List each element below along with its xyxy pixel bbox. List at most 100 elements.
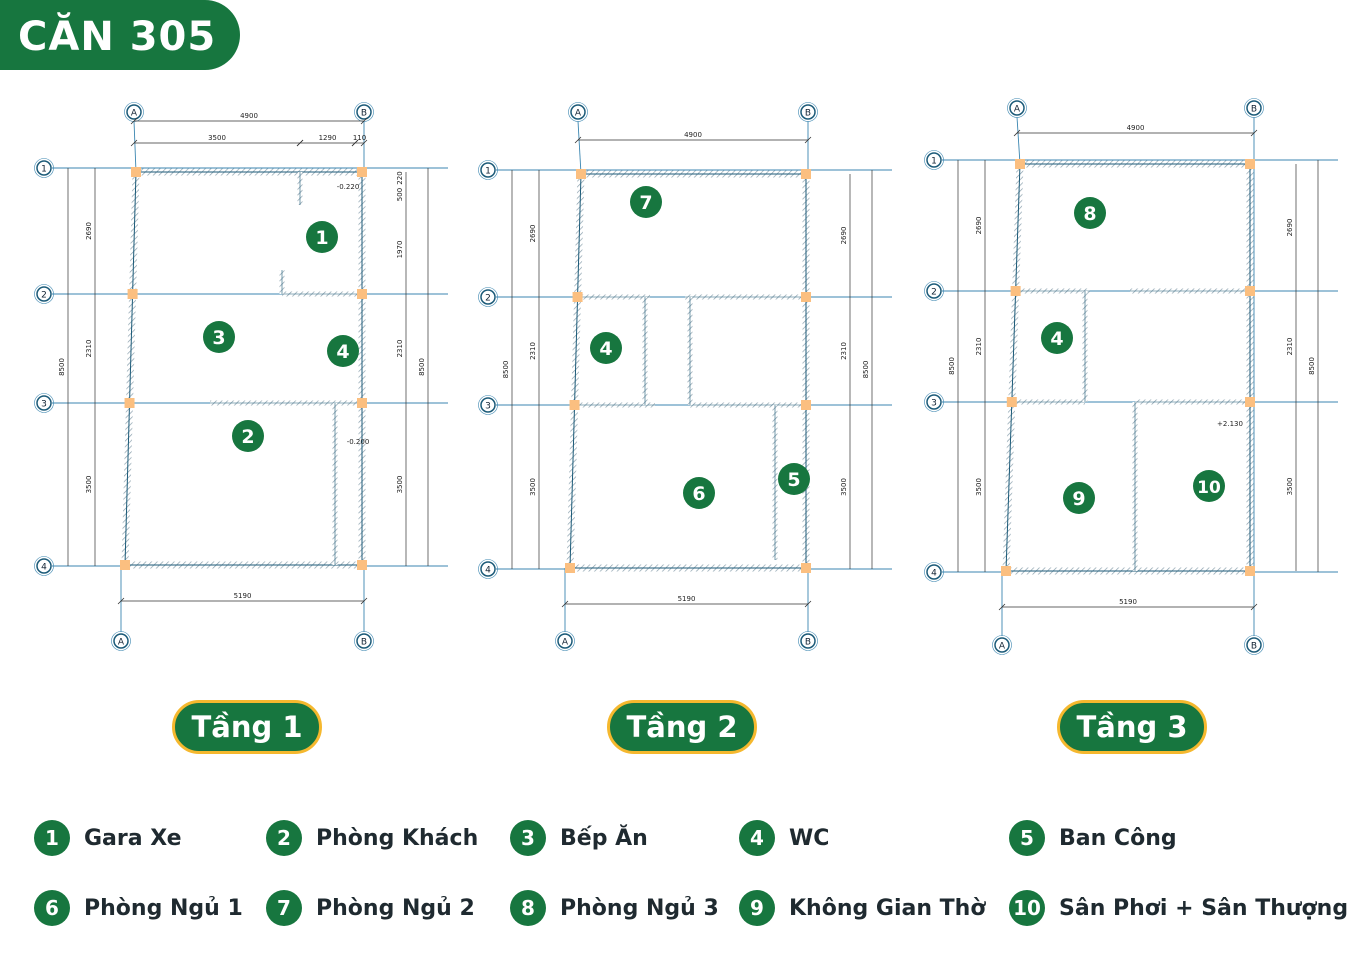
dimension-label: 2690 xyxy=(840,227,848,245)
grid-bubble-col-A: A xyxy=(555,631,575,651)
dimension-label: 2310 xyxy=(85,340,93,358)
legend-item: 7 Phòng Ngủ 2 xyxy=(266,888,475,928)
structural-column xyxy=(1245,159,1255,169)
structural-column xyxy=(357,560,367,570)
legend-number-badge: 6 xyxy=(34,890,70,926)
floor-label-3: Tầng 3 xyxy=(1057,700,1207,754)
dimension-tick xyxy=(296,139,304,147)
room-marker-badge xyxy=(1063,482,1095,514)
grid-bubble xyxy=(36,558,52,574)
room-number: 10 xyxy=(1197,478,1221,498)
grid-line-col xyxy=(1016,116,1021,165)
dimension-label: 2310 xyxy=(529,342,537,360)
grid-bubble xyxy=(356,633,372,649)
grid-bubble xyxy=(1246,100,1262,116)
grid-bubble-ring xyxy=(924,281,944,301)
legend-label: Gara Xe xyxy=(84,825,182,851)
grid-bubble-row-4: 4 xyxy=(478,559,498,579)
structural-column xyxy=(569,400,580,410)
grid-bubble xyxy=(1009,100,1025,116)
room-marker-5: 5 xyxy=(778,463,810,495)
dimension-label: 3500 xyxy=(208,134,226,142)
room-marker-badge xyxy=(778,463,810,495)
dimension-label: 1970 xyxy=(396,241,404,259)
grid-bubble-row-1: 1 xyxy=(34,158,54,178)
room-number: 3 xyxy=(212,327,225,349)
room-marker-badge xyxy=(232,420,264,452)
grid-bubble-col-A: A xyxy=(568,102,588,122)
grid-bubble xyxy=(926,283,942,299)
legend-number-badge: 4 xyxy=(739,820,775,856)
grid-row-label: 2 xyxy=(485,294,491,304)
dimension-label: 8500 xyxy=(948,357,956,375)
grid-bubble-row-3: 3 xyxy=(34,393,54,413)
room-marker-10: 10 xyxy=(1193,470,1225,502)
grid-row-label: 3 xyxy=(41,400,47,410)
legend-label: Bếp Ăn xyxy=(560,825,648,851)
structural-column xyxy=(1001,566,1011,576)
dimension-label: 2690 xyxy=(85,222,93,240)
legend-number-badge: 7 xyxy=(266,890,302,926)
room-marker-badge xyxy=(1041,322,1073,354)
room-marker-1: 1 xyxy=(306,221,338,253)
grid-bubble-col-A: A xyxy=(1007,98,1027,118)
legend-number-badge: 9 xyxy=(739,890,775,926)
grid-col-label: A xyxy=(131,109,138,119)
dimension-tick xyxy=(117,597,125,605)
dimension-label: 5190 xyxy=(1119,598,1137,606)
dimension-label: 3500 xyxy=(396,476,404,494)
grid-line-col xyxy=(133,120,137,173)
grid-bubble xyxy=(480,561,496,577)
structural-column xyxy=(565,563,575,573)
grid-bubble-row-2: 2 xyxy=(478,287,498,307)
grid-bubble xyxy=(926,564,942,580)
dimension-tick xyxy=(1013,129,1021,137)
dimension-label: 4900 xyxy=(684,131,702,139)
grid-bubble-row-4: 4 xyxy=(924,562,944,582)
dimension-label: 3500 xyxy=(975,478,983,496)
room-marker-badge xyxy=(590,332,622,364)
dimension-label: 2310 xyxy=(396,340,404,358)
grid-bubble xyxy=(36,286,52,302)
structural-column xyxy=(1010,286,1021,296)
room-marker-4: 4 xyxy=(1041,322,1073,354)
dimension-tick xyxy=(360,597,368,605)
grid-bubble xyxy=(36,160,52,176)
grid-row-label: 4 xyxy=(485,566,491,576)
dimension-tick xyxy=(804,600,812,608)
grid-bubble-col-B: B xyxy=(798,102,818,122)
dimension-tick xyxy=(360,139,368,147)
legend-number-badge: 3 xyxy=(510,820,546,856)
room-number: 4 xyxy=(336,341,349,363)
grid-bubble-row-3: 3 xyxy=(478,395,498,415)
grid-col-label: B xyxy=(805,109,811,119)
grid-bubble xyxy=(1246,637,1262,653)
floor-label-1: Tầng 1 xyxy=(172,700,322,754)
room-marker-3: 3 xyxy=(203,321,235,353)
grid-bubble-ring xyxy=(924,562,944,582)
dimension-label: 3500 xyxy=(840,478,848,496)
dimension-label: 5190 xyxy=(234,592,252,600)
grid-col-label: A xyxy=(999,642,1006,652)
grid-line-col xyxy=(577,120,582,175)
room-marker-badge xyxy=(683,477,715,509)
grid-bubble xyxy=(480,397,496,413)
structural-column xyxy=(572,292,583,302)
grid-col-label: A xyxy=(575,109,582,119)
exterior-wall xyxy=(1002,160,1254,575)
room-marker-badge xyxy=(1193,470,1225,502)
grid-bubble xyxy=(557,633,573,649)
dimension-label: 8500 xyxy=(862,361,870,379)
room-number: 5 xyxy=(787,469,800,491)
dimension-label: 8500 xyxy=(1308,357,1316,375)
legend-number-badge: 2 xyxy=(266,820,302,856)
grid-bubble-col-B: B xyxy=(354,631,374,651)
legend-number-badge: 8 xyxy=(510,890,546,926)
exterior-wall-outline xyxy=(1005,163,1251,572)
legend-label: Phòng Ngủ 2 xyxy=(316,895,475,921)
grid-bubble-col-B: B xyxy=(354,102,374,122)
legend-number-badge: 1 xyxy=(34,820,70,856)
grid-bubble-ring xyxy=(478,287,498,307)
